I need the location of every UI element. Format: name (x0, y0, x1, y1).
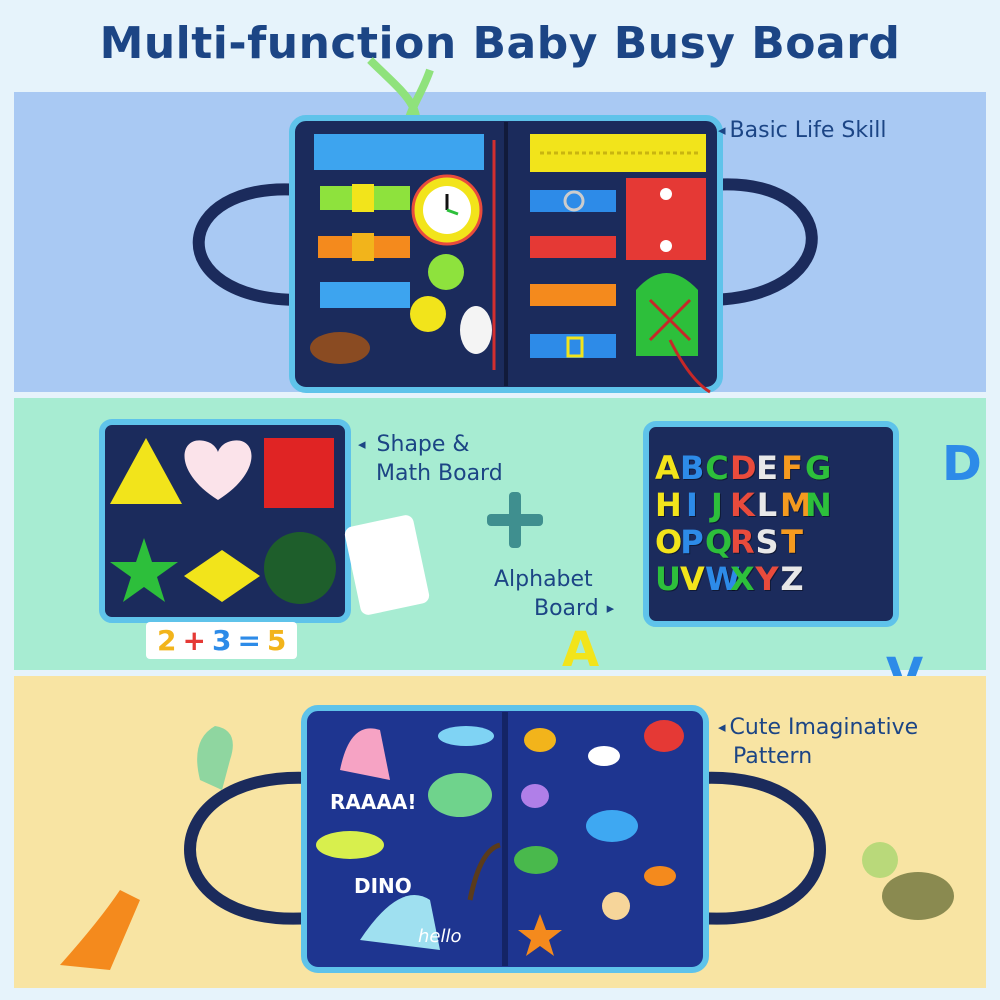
lacing-shoe (636, 273, 698, 356)
cute-pattern-label: Cute Imaginative (718, 713, 919, 742)
alphabet-letter: A (655, 449, 681, 487)
alphabet-board (643, 421, 899, 627)
alphabet-letter: T (781, 523, 804, 561)
svg-text:A: A (562, 622, 599, 678)
alphabet-letter: R (730, 523, 756, 561)
math-strip: 2+3=5 (146, 622, 298, 659)
alphabet-letter: K (730, 486, 756, 524)
triangle-shape (110, 438, 182, 504)
yellow-fish (524, 728, 556, 752)
math-token: 5 (266, 624, 287, 657)
alphabet-letter: Z (780, 560, 805, 598)
circle-shape (264, 532, 336, 604)
math-token: = (237, 624, 261, 657)
alphabet-letter: F (781, 449, 804, 487)
orange-fish (644, 866, 676, 886)
alphabet-letter: S (755, 523, 780, 561)
alphabet-letter: O (655, 523, 684, 561)
square-shape (264, 438, 334, 508)
blue-fish (438, 726, 494, 746)
blue-strap (320, 282, 410, 308)
alphabet-letter: C (705, 449, 730, 487)
math-token: + (182, 624, 206, 657)
math-token: 2 (157, 624, 177, 657)
turtle (514, 846, 558, 874)
shoe-lace (310, 332, 370, 364)
alphabet-label-line2: Board (534, 594, 614, 623)
math-token: 3 (211, 624, 232, 657)
page-title: Multi-function Baby Busy Board (99, 18, 901, 69)
sticker-turtle (882, 872, 954, 920)
pattern-left-handle (184, 771, 311, 925)
right-handle (711, 178, 818, 306)
orange-button-strap (530, 284, 616, 306)
svg-text:D: D (942, 436, 982, 492)
starfish (518, 914, 562, 956)
alphabet-letter: X (730, 560, 756, 598)
white-shoe (460, 306, 492, 354)
cute-pattern-label-line2: Pattern (733, 744, 813, 769)
palm-tree (467, 842, 501, 901)
blue-dino (360, 895, 440, 950)
blue-snap-strap (530, 190, 616, 212)
diamond-shape (184, 550, 260, 602)
alphabet-letter: H (655, 486, 683, 524)
alphabet-letter: D (730, 449, 758, 487)
green-gear (428, 254, 464, 290)
mermaid (602, 892, 630, 920)
alphabet-letter: N (805, 486, 833, 524)
yellow-dino (316, 831, 384, 859)
whale (588, 746, 620, 766)
shape-math-label: Shape & (358, 430, 470, 459)
octopus (521, 784, 549, 808)
shape-math-label-line2: Math Board (376, 461, 503, 486)
alphabet-letter: L (756, 486, 779, 524)
sticker-green-dino (197, 726, 233, 790)
alphabet-letter: B (680, 449, 706, 487)
alphabet-letter: V (680, 560, 706, 598)
sticker-orange-dragon (60, 890, 140, 970)
alphabet-letter: Q (705, 523, 734, 561)
green-dino (428, 773, 492, 817)
alphabet-letter: E (756, 449, 779, 487)
red-fish (644, 720, 684, 752)
star-shape (110, 538, 178, 602)
crab (586, 810, 638, 842)
blue-velcro-strip (314, 134, 484, 170)
alphabet-letter: P (680, 523, 705, 561)
alphabet-letter: I (686, 486, 699, 524)
roar-text: RAAAA! (330, 790, 417, 814)
red-buckle-strap (530, 236, 616, 258)
pattern-right-handle (699, 771, 826, 925)
alphabet-letter: Y (755, 560, 780, 598)
left-handle (192, 183, 301, 306)
heart-shape (184, 440, 252, 500)
basic-life-skill-label: Basic Life Skill (718, 116, 887, 145)
alphabet-letter: J (711, 486, 724, 524)
plus-icon (483, 488, 547, 552)
alphabet-letter: U (655, 560, 682, 598)
dino-text: DINO (354, 874, 412, 898)
alphabet-letter: G (805, 449, 833, 487)
alphabet-label: Alphabet (494, 567, 593, 592)
operator-cards (344, 515, 430, 615)
pink-dino (340, 728, 390, 780)
yellow-gear (410, 296, 446, 332)
hello-text: hello (418, 926, 462, 947)
